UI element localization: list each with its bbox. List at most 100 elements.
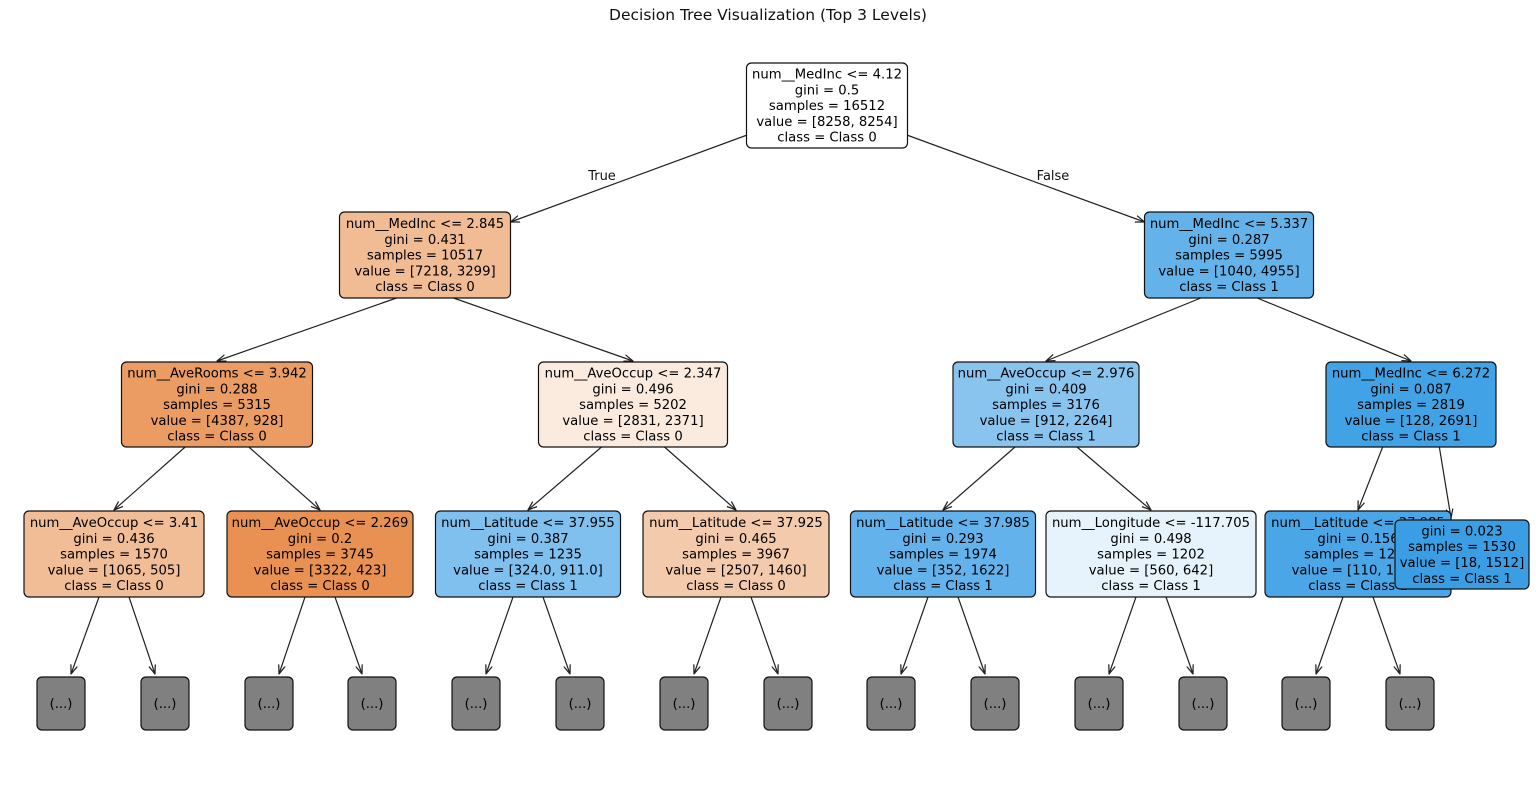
node-line: class = Class 0 <box>375 280 474 295</box>
edge-n6-n13 <box>1358 446 1384 510</box>
edge-n1-n3 <box>217 297 397 361</box>
node-box <box>537 361 729 448</box>
node-line: num__MedInc <= 4.12 <box>752 68 902 83</box>
node-line: value = [128, 2691] <box>1345 414 1478 429</box>
truncated-nodes: (...) (...) (...) (...) (...) (...) (...) (...)… <box>36 676 1435 731</box>
node-line: class = Class 0 <box>64 579 163 594</box>
node-line: value = [912, 2264] <box>980 414 1113 429</box>
edge-n9-truncated-1 <box>542 596 570 674</box>
truncated-node-box <box>244 676 294 731</box>
node-box <box>1394 519 1530 590</box>
node-box <box>952 361 1140 448</box>
node-line: num__Longitude <= -117.705 <box>1052 516 1250 531</box>
edge-labels: True False <box>587 169 1069 184</box>
truncated-node-label: (...) <box>154 697 177 712</box>
truncated-node-label: (...) <box>361 697 384 712</box>
edge-n10-truncated-1 <box>750 596 778 674</box>
edge-n7-truncated-0 <box>71 596 100 674</box>
truncated-node-box <box>36 676 86 731</box>
edge-n10-truncated-0 <box>694 596 722 674</box>
node-line: samples = 1530 <box>1408 540 1516 555</box>
truncated-node-box <box>1074 676 1124 731</box>
truncated-node-label: (...) <box>1192 697 1215 712</box>
edge-n12-truncated-1 <box>1165 596 1193 674</box>
node-line: gini = 0.087 <box>1370 382 1451 397</box>
node-line: samples = 1202 <box>1097 548 1205 563</box>
tree-edges <box>71 134 1451 674</box>
node-line: gini = 0.436 <box>73 532 154 547</box>
node-box <box>642 510 830 598</box>
node-line: samples = 5202 <box>579 398 687 413</box>
truncated-node: (...) <box>244 676 294 731</box>
node-line: class = Class 1 <box>1308 579 1407 594</box>
node-line: num__AveRooms <= 3.942 <box>127 367 307 382</box>
truncated-node-label: (...) <box>777 697 800 712</box>
node-box <box>120 361 314 448</box>
truncated-node-box <box>970 676 1020 731</box>
node-line: value = [8258, 8254] <box>756 115 897 130</box>
node-line: class = Class 1 <box>478 579 577 594</box>
node-line: class = Class 1 <box>1179 280 1278 295</box>
truncated-node-box <box>140 676 190 731</box>
node-line: class = Class 0 <box>583 430 682 445</box>
truncated-node-label: (...) <box>258 697 281 712</box>
truncated-node: (...) <box>555 676 605 731</box>
node-line: value = [1065, 505] <box>48 563 181 578</box>
node-line: num__AveOccup <= 2.976 <box>958 367 1135 382</box>
node-line: gini = 0.465 <box>695 532 776 547</box>
node-line: num__AveOccup <= 2.269 <box>232 516 409 531</box>
truncated-node-box <box>763 676 813 731</box>
node-line: samples = 2819 <box>1357 398 1465 413</box>
node-line: value = [4387, 928] <box>151 414 284 429</box>
truncated-node-label: (...) <box>1295 697 1318 712</box>
edge-n13-truncated-0 <box>1316 596 1344 674</box>
node-line: samples = 5315 <box>163 398 271 413</box>
node-line: value = [324.0, 911.0] <box>453 563 603 578</box>
edge-label-false: False <box>1037 169 1070 184</box>
node-box <box>745 62 909 149</box>
node-box <box>1325 361 1497 448</box>
node-line: samples = 3967 <box>682 548 790 563</box>
node-line: num__MedInc <= 2.845 <box>346 217 504 232</box>
truncated-node: (...) <box>347 676 397 731</box>
truncated-node-label: (...) <box>984 697 1007 712</box>
edge-n3-n7 <box>114 446 186 510</box>
edge-n8-truncated-0 <box>279 596 306 674</box>
truncated-node: (...) <box>1074 676 1124 731</box>
node-line: value = [352, 1622] <box>877 563 1010 578</box>
truncated-node: (...) <box>1385 676 1435 731</box>
edge-n11-truncated-0 <box>901 596 929 674</box>
truncated-node-label: (...) <box>465 697 488 712</box>
node-line: gini = 0.2 <box>288 532 352 547</box>
edge-n4-n10 <box>664 446 737 510</box>
node-line: gini = 0.498 <box>1110 532 1191 547</box>
truncated-node-box <box>1385 676 1435 731</box>
node-line: num__Latitude <= 37.955 <box>441 516 615 531</box>
node-line: samples = 1974 <box>889 548 997 563</box>
edge-n1-n4 <box>453 297 634 361</box>
node-line: samples = 1289 <box>1304 548 1412 563</box>
truncated-node: (...) <box>1178 676 1228 731</box>
node-line: class = Class 1 <box>1412 572 1511 587</box>
node-line: value = [110, 1179] <box>1292 563 1425 578</box>
truncated-node-label: (...) <box>50 697 73 712</box>
node-line: samples = 3176 <box>992 398 1100 413</box>
node-line: samples = 1235 <box>474 548 582 563</box>
chart-title: Decision Tree Visualization (Top 3 Level… <box>609 6 927 24</box>
truncated-node: (...) <box>36 676 86 731</box>
truncated-node-label: (...) <box>1399 697 1422 712</box>
node-box <box>338 211 512 299</box>
truncated-node-box <box>1178 676 1228 731</box>
node-line: value = [560, 642] <box>1089 563 1213 578</box>
node-line: value = [3322, 423] <box>254 563 387 578</box>
node-line: samples = 3745 <box>266 548 374 563</box>
node-line: gini = 0.431 <box>384 233 465 248</box>
